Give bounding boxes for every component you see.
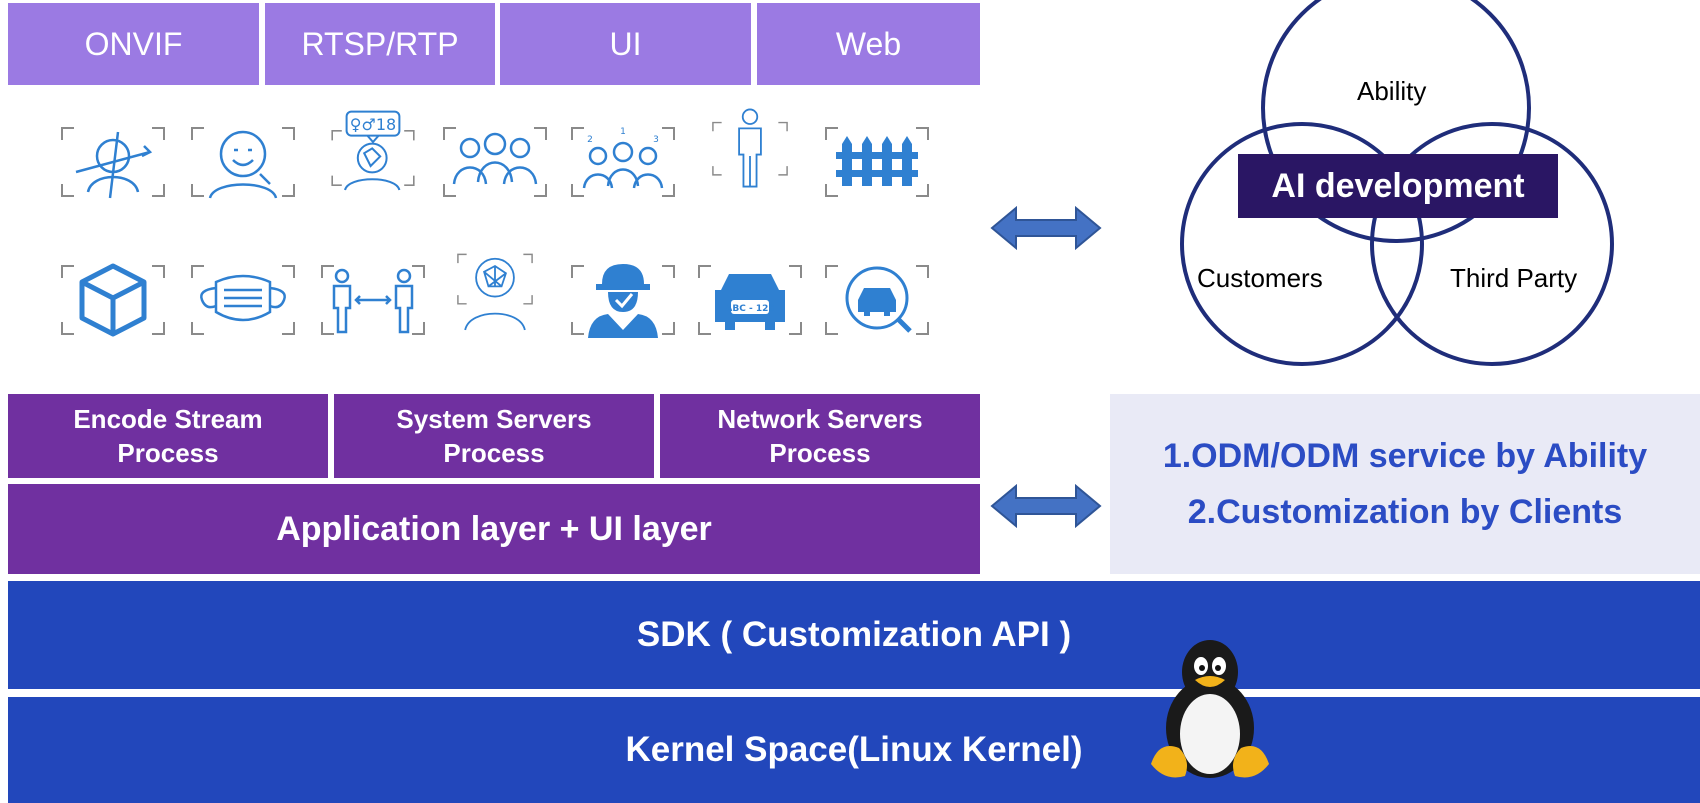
encode-line2: Process — [117, 438, 219, 468]
venn-circle-customers — [1180, 122, 1424, 366]
plate-text: ABC - 123 — [725, 304, 774, 314]
venn-label-third-party: Third Party — [1450, 263, 1578, 293]
system-line2: Process — [443, 438, 545, 468]
social-distance-icon — [318, 260, 428, 340]
sdk-layer: SDK ( Customization API ) — [8, 581, 1700, 689]
fence-icon — [822, 122, 932, 202]
double-arrow-top — [990, 206, 1102, 250]
license-plate-icon: ABC - 123 — [695, 260, 805, 340]
face-recognition-icon — [440, 250, 550, 331]
age-gender-icon: ♀♂18 — [318, 110, 428, 191]
face-mask-icon — [188, 260, 298, 340]
ai-development-label: AI development — [1238, 154, 1558, 218]
linux-penguin-icon — [1151, 640, 1269, 778]
venn-circle-ability — [1261, 0, 1531, 243]
venn-label-ability: Ability — [1357, 76, 1427, 106]
count-num-2: 2 — [587, 135, 593, 145]
tab-rtsp-rtp: RTSP/RTP — [265, 3, 495, 85]
encode-line1: Encode Stream — [73, 404, 263, 434]
application-layer: Application layer + UI layer — [8, 484, 980, 574]
network-line2: Process — [769, 438, 871, 468]
venn-label-customers: Customers — [1197, 263, 1323, 293]
people-counting-icon: 2 1 3 — [568, 122, 678, 202]
trajectory-icon — [58, 122, 168, 202]
cube-icon — [58, 260, 168, 340]
network-line1: Network Servers — [717, 404, 923, 434]
service-line-2: 2.Customization by Clients — [1187, 493, 1623, 531]
count-num-3: 3 — [653, 135, 659, 145]
venn-circle-third-party — [1370, 122, 1614, 366]
age-gender-text: ♀♂18 — [350, 115, 396, 134]
services-panel: 1.ODM/ODM service by Ability 2.Customiza… — [1110, 394, 1700, 574]
system-line1: System Servers — [396, 404, 592, 434]
double-arrow-bottom — [990, 484, 1102, 528]
helmet-worker-icon — [568, 260, 678, 340]
service-line-1: 1.ODM/ODM service by Ability — [1162, 437, 1648, 475]
kernel-layer: Kernel Space(Linux Kernel) — [8, 697, 1700, 803]
smiling-face-icon — [188, 122, 298, 202]
tab-ui: UI — [500, 3, 751, 85]
tab-web: Web — [757, 3, 980, 85]
person-standing-icon — [695, 108, 805, 188]
venn-diagram — [1180, 0, 1614, 366]
crowd-icon — [440, 122, 550, 202]
vehicle-search-icon — [822, 260, 932, 340]
count-num-1: 1 — [620, 127, 626, 137]
tab-onvif: ONVIF — [8, 3, 259, 85]
